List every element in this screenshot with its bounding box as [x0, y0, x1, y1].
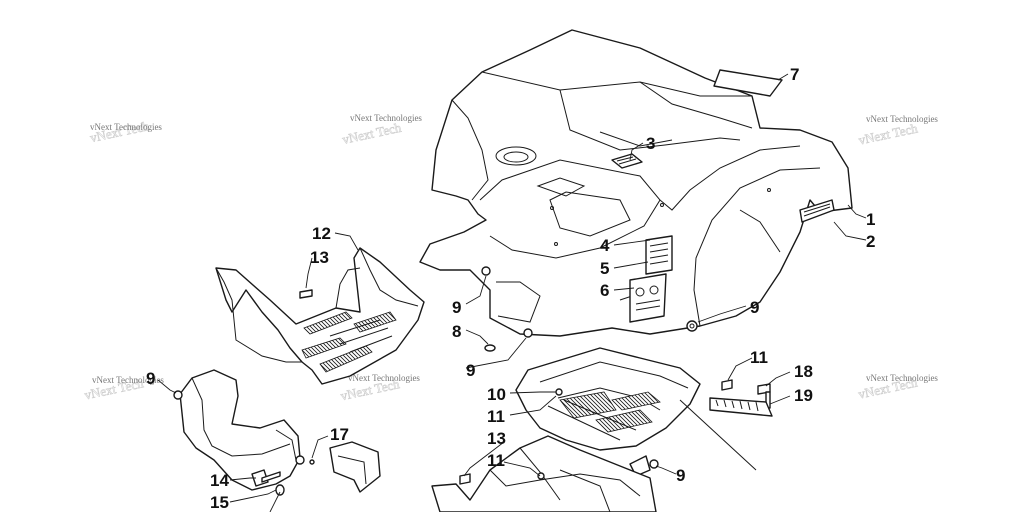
washer-8: [484, 344, 496, 352]
callout-13a: 13: [310, 248, 329, 267]
callout-13b: 13: [487, 429, 506, 448]
callout-6: 6: [600, 281, 609, 300]
right-footrest: [515, 347, 757, 471]
svg-text:vNext Technologies: vNext Technologies: [90, 122, 162, 132]
watermark-2: vNext Tech vNext Technologies: [341, 113, 423, 147]
callout-19: 19: [794, 386, 813, 405]
left-footrest: [215, 247, 425, 385]
screw-11b: [721, 379, 733, 391]
svg-text:vNext Technologies: vNext Technologies: [350, 113, 422, 123]
callout-17: 17: [330, 425, 349, 444]
callout-11b: 11: [750, 348, 768, 367]
watermark-1: vNext Tech vNext Technologies: [88, 118, 162, 146]
callout-7: 7: [790, 65, 799, 84]
callout-9e: 9: [676, 466, 685, 485]
warning-labels-4-5-6: [629, 235, 673, 323]
callout-1: 1: [866, 210, 875, 229]
decal-7: [713, 69, 783, 97]
washer-15: [275, 484, 285, 496]
rear-fender: [419, 29, 853, 337]
decal-top-3: [611, 153, 643, 169]
right-mud-flap: [431, 435, 657, 512]
bracket-17: [309, 441, 381, 493]
callout-8: 8: [452, 322, 461, 341]
callout-2: 2: [866, 232, 875, 251]
screw-13a: [299, 289, 313, 299]
callout-12: 12: [312, 224, 331, 243]
svg-text:vNext Technologies: vNext Technologies: [92, 375, 164, 385]
leader-lines: [157, 73, 867, 512]
callout-9b: 9: [466, 361, 475, 380]
callout-9a: 9: [452, 298, 461, 317]
callout-4: 4: [600, 236, 610, 255]
push-rivet-9b: [523, 328, 533, 338]
svg-text:vNext Technologies: vNext Technologies: [866, 373, 938, 383]
push-rivet-9c: [686, 320, 698, 332]
callout-15: 15: [210, 493, 229, 512]
callout-11c: 11: [487, 451, 505, 470]
screw-13b: [459, 473, 471, 485]
callout-14: 14: [210, 471, 229, 490]
callout-11a: 11: [487, 407, 505, 426]
push-rivet-9a: [481, 266, 491, 276]
watermark-8: vNext Tech vNext Technologies: [857, 373, 939, 402]
step-bar-19: [709, 397, 773, 417]
left-mud-flap: [179, 369, 305, 491]
screw-11a: [555, 388, 563, 396]
callout-9c: 9: [750, 298, 759, 317]
callout-3: 3: [646, 134, 655, 153]
svg-text:vNext Technologies: vNext Technologies: [866, 114, 938, 124]
callout-10: 10: [487, 385, 506, 404]
callout-9d: 9: [146, 369, 155, 388]
decal-side-1-2: [799, 199, 835, 223]
watermark-6: vNext Tech vNext Technologies: [339, 373, 421, 404]
callout-5: 5: [600, 259, 609, 278]
watermark-4: vNext Tech vNext Technologies: [857, 114, 939, 148]
bolt-14: [251, 469, 281, 487]
svg-text:vNext Tech: vNext Tech: [341, 120, 403, 147]
svg-text:vNext Tech: vNext Tech: [857, 120, 919, 147]
svg-text:vNext Technologies: vNext Technologies: [348, 373, 420, 383]
callout-18: 18: [794, 362, 813, 381]
